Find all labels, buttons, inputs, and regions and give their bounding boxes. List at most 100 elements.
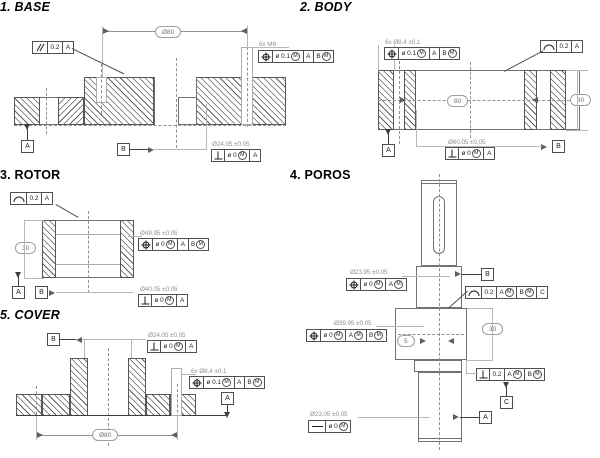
dim-base-bore: Ø24.05 ±0.05 xyxy=(212,141,250,148)
datum-stem-a-base xyxy=(27,128,28,140)
ext-poros-30-vert xyxy=(492,308,493,360)
ext-body-bore-line xyxy=(416,146,542,147)
poros-lower-shaft xyxy=(418,372,462,442)
mmc-datum-modifier-body: M xyxy=(447,49,457,58)
profile-icon-body xyxy=(541,41,557,52)
perpendicularity-datum-a-cover: A xyxy=(189,343,194,350)
mmc-modifier-base: M xyxy=(291,52,301,61)
profile-datum-a-rotor: A xyxy=(44,195,50,202)
view-title-base: 1. BASE xyxy=(0,0,51,14)
arrow-poros-key-left xyxy=(420,338,426,344)
mmc-datum-b-poros-flange: M xyxy=(374,331,384,340)
rotor-hatch-left xyxy=(42,220,56,278)
perpendicularity-datum-a-body: A xyxy=(487,150,492,157)
ext-body-holes xyxy=(378,45,379,71)
position-icon-cover xyxy=(190,377,204,388)
position-datum-a-rotor: A xyxy=(178,239,189,250)
ext-poros-perp-lead xyxy=(466,373,478,374)
datum-arrow-b-poros xyxy=(455,271,461,277)
dim-poros-upper: Ø23.95 ±0.05 xyxy=(350,269,388,276)
mmc-datum-poros-upper: M xyxy=(394,280,403,289)
datum-arrow-a-base xyxy=(24,124,30,130)
leader-profile-rotor xyxy=(55,204,79,218)
dim-rotor-width: 30 xyxy=(15,242,37,254)
datum-b-rotor[interactable]: B xyxy=(35,286,48,299)
ext-poros-upper xyxy=(402,276,450,277)
cover-hatch-base-far-left xyxy=(16,394,42,416)
parallelism-tolerance: 0.2 xyxy=(48,42,63,53)
base-hatch-boss-left xyxy=(84,77,154,125)
datum-b-base[interactable]: B xyxy=(117,143,130,156)
dim-rotor-bore: Ø40.05 ±0.05 xyxy=(140,286,178,293)
perpendicularity-icon-cover xyxy=(148,341,161,352)
datum-arrow-b-base xyxy=(148,147,154,153)
datum-b-poros[interactable]: B xyxy=(481,268,494,281)
cover-bottom-edge xyxy=(16,415,228,416)
arrow-cover-od-left xyxy=(37,432,43,438)
cover-hatch-base-left xyxy=(42,394,70,416)
datum-a-poros[interactable]: A xyxy=(479,411,492,424)
datum-arrow-a-body xyxy=(385,129,391,135)
datum-arrow-a-poros xyxy=(453,414,459,420)
ext-base-thread xyxy=(247,47,289,48)
view-rotor: 3. ROTOR 0.2 A 30 Ø49.95 ±0.05 ø xyxy=(0,168,290,318)
position-datum-a-base: A xyxy=(304,51,314,62)
rotor-hatch-right xyxy=(120,220,134,278)
datum-a-base[interactable]: A xyxy=(21,140,34,153)
ext-cover-bore-left xyxy=(84,339,85,361)
position-icon-base xyxy=(259,51,273,62)
datum-a-rotor[interactable]: A xyxy=(12,286,25,299)
datum-c-poros[interactable]: C xyxy=(500,396,513,409)
datum-a-cover[interactable]: A xyxy=(221,392,234,405)
cover-hatch-boss-right xyxy=(128,358,146,416)
base-thread-center-left xyxy=(101,64,102,114)
datum-a-body[interactable]: A xyxy=(382,144,395,157)
arrow-body-len-right xyxy=(532,97,538,103)
ext-rotor-width-top xyxy=(24,220,44,221)
datum-b-cover[interactable]: B xyxy=(47,333,60,346)
mmc-modifier-cover: M xyxy=(222,378,232,387)
ext-poros-flange xyxy=(376,326,424,327)
profile-icon-poros xyxy=(466,287,482,298)
mmc-modifier-body: M xyxy=(417,49,427,58)
ext-cover-bore-top xyxy=(82,339,146,340)
cover-hatch-boss-left xyxy=(70,358,88,416)
rotor-bore-bot xyxy=(56,264,120,265)
dim-poros-flange: Ø39.95 ±0.05 xyxy=(334,320,372,327)
profile-frame-body: 0.2 A xyxy=(540,40,583,53)
poros-centerline xyxy=(439,174,440,450)
perpendicularity-datum-a-base: A xyxy=(253,152,258,159)
leader-parallelism-base xyxy=(71,48,125,75)
ext-rotor-width-bot xyxy=(24,278,44,279)
ext-base-bore-up xyxy=(206,104,207,150)
mmc-datum-modifier-cover: M xyxy=(252,378,262,387)
mmc-datum-modifier-rotor: M xyxy=(196,240,206,249)
ext-cover-bore-right xyxy=(131,339,132,361)
body-centerline-left xyxy=(399,56,400,144)
profile-frame-rotor: 0.2 A xyxy=(10,192,53,205)
view-base: 1. BASE Ø80 xyxy=(0,0,335,170)
datum-b-body[interactable]: B xyxy=(552,140,565,153)
parallelism-icon xyxy=(33,42,48,53)
ext-body-width-bot xyxy=(566,130,588,131)
profile-tolerance-rotor: 0.2 xyxy=(27,193,42,204)
position-icon-poros-upper xyxy=(347,279,361,290)
